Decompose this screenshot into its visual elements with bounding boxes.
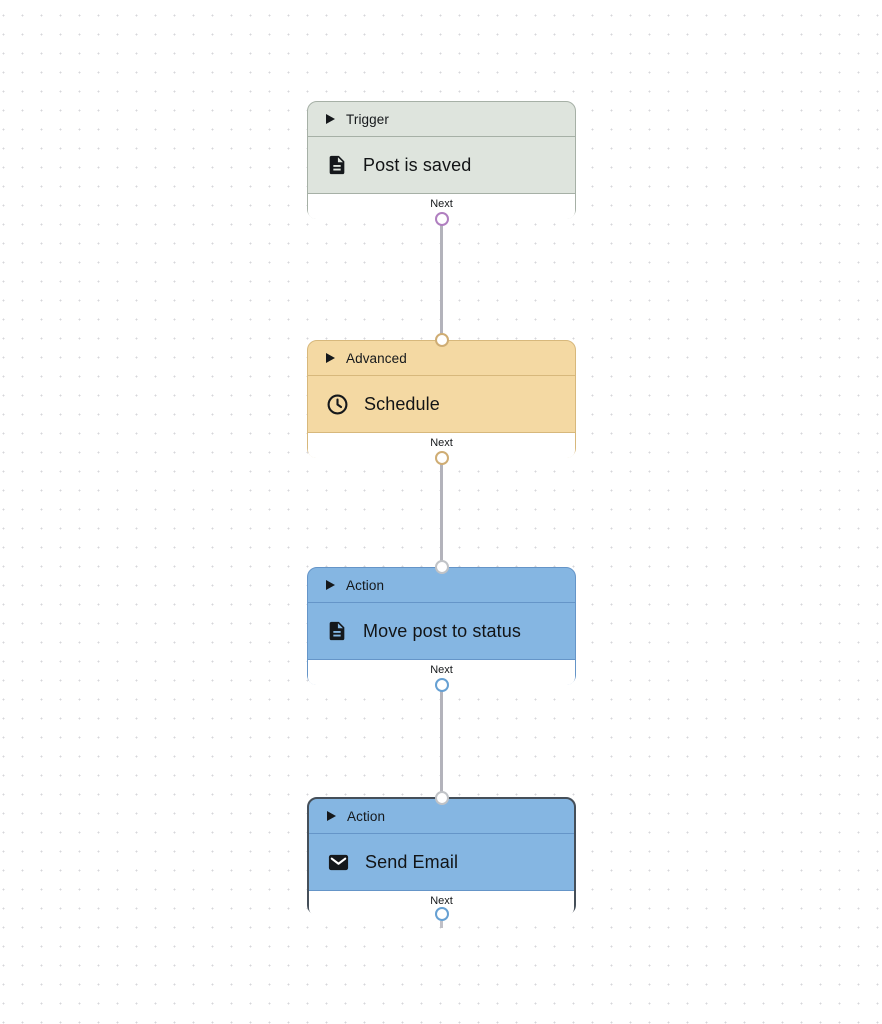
node-footer: Next xyxy=(308,432,575,458)
node-trigger-post-is-saved[interactable]: Trigger Post is saved Next xyxy=(307,101,576,226)
collapse-arrow-icon xyxy=(326,114,335,124)
node-body: Post is saved xyxy=(308,137,575,193)
edge-advanced-to-action[interactable] xyxy=(440,458,443,567)
output-handle[interactable] xyxy=(434,907,449,921)
node-action-move-post-to-status[interactable]: Action Move post to status Next xyxy=(307,560,576,692)
node-title: Move post to status xyxy=(363,620,521,641)
document-icon xyxy=(326,154,348,176)
node-advanced-schedule[interactable]: Advanced Schedule Next xyxy=(307,333,576,465)
collapse-arrow-icon xyxy=(326,580,335,590)
input-handle[interactable] xyxy=(434,560,449,574)
node-body: Send Email xyxy=(309,834,574,890)
node-category-label: Trigger xyxy=(346,111,389,127)
next-label: Next xyxy=(430,664,453,676)
node-category-label: Action xyxy=(347,808,386,824)
collapse-arrow-icon xyxy=(326,353,335,363)
node-body: Move post to status xyxy=(308,603,575,659)
node-title: Post is saved xyxy=(363,154,472,175)
envelope-icon xyxy=(327,851,350,874)
output-handle[interactable] xyxy=(434,451,449,465)
next-label: Next xyxy=(430,895,453,907)
node-category-label: Action xyxy=(346,577,385,593)
output-handle[interactable] xyxy=(434,678,449,692)
next-label: Next xyxy=(430,198,453,210)
output-handle[interactable] xyxy=(434,212,449,226)
node-header[interactable]: Action xyxy=(309,799,574,834)
node-header[interactable]: Advanced xyxy=(308,341,575,376)
collapse-arrow-icon xyxy=(327,811,336,821)
node-header[interactable]: Action xyxy=(308,568,575,603)
node-action-send-email[interactable]: Action Send Email Next xyxy=(307,791,576,921)
node-title: Schedule xyxy=(364,393,440,414)
node-title: Send Email xyxy=(365,851,459,872)
next-label: Next xyxy=(430,437,453,449)
node-category-label: Advanced xyxy=(346,350,407,366)
document-icon xyxy=(326,620,348,642)
edge-action-to-action[interactable] xyxy=(440,685,443,797)
node-header[interactable]: Trigger xyxy=(308,102,575,137)
input-handle[interactable] xyxy=(434,791,449,805)
node-body: Schedule xyxy=(308,376,575,432)
clock-icon xyxy=(326,393,349,416)
input-handle[interactable] xyxy=(434,333,449,347)
edge-trigger-to-advanced[interactable] xyxy=(440,219,443,340)
edge-stub xyxy=(440,921,443,928)
